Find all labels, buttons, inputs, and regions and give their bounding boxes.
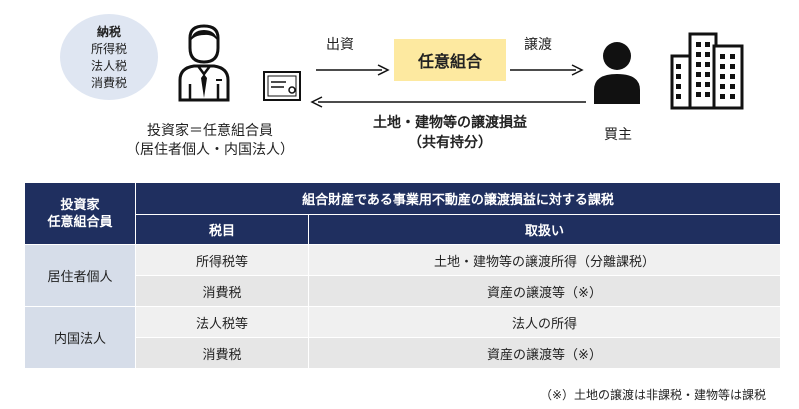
corner-investor: 投資家 [60,197,100,213]
table-cell-tax: 消費税 [135,275,309,307]
investor-icon [178,24,230,102]
gain-return-arrow [310,96,586,108]
table-span-header: 組合財産である事業用不動産の譲渡損益に対する課税 [135,182,781,215]
investor-label: 投資家＝任意組合員 [147,123,273,139]
tax-bubble-title: 納税 [96,25,121,39]
table-cell-tax: 消費税 [135,337,309,369]
table-cell-treatment: 土地・建物等の譲渡所得（分離課税） [308,244,781,276]
group-resident-individual: 居住者個人 [24,244,136,307]
table-cell-treatment: 法人の所得 [308,306,781,338]
buyer-person-icon [594,42,640,104]
invest-arrow [316,64,390,76]
group-domestic-corporation: 内国法人 [24,306,136,369]
investor-sub-label: （居住者個人・内国法人） [126,142,294,158]
buyer-label: 買主 [604,127,632,143]
corner-member: 任意組合員 [47,214,113,230]
table-cell-treatment: 資産の譲渡等（※） [308,275,781,307]
buildings-icon [670,32,744,110]
tax-bubble-text: 納税 所得税 法人税 消費税 [60,24,158,92]
certificate-icon [263,71,301,101]
col-tax-header: 税目 [135,214,309,245]
gain-label: 土地・建物等の譲渡損益 [373,115,527,131]
invest-label: 出資 [326,37,354,53]
tax-treatment-table: 投資家 任意組合員 組合財産である事業用不動産の譲渡損益に対する課税 税目 取扱… [24,182,781,369]
col-treatment-header: 取扱い [308,214,781,245]
gain-sub-label: （共有持分） [408,135,492,151]
table-cell-treatment: 資産の譲渡等（※） [308,337,781,369]
table-cell-tax: 所得税等 [135,244,309,276]
transfer-arrow [510,64,584,76]
tax-item-income: 所得税 [90,42,127,56]
table-corner-header: 投資家 任意組合員 [24,182,136,245]
tax-item-consumption: 消費税 [90,76,127,90]
tax-bubble [60,14,158,100]
tax-item-corporate: 法人税 [90,59,127,73]
partnership-box: 任意組合 [394,39,506,81]
transfer-label: 譲渡 [524,37,552,53]
footnote: （※）土地の譲渡は非課税・建物等は課税 [539,388,766,402]
table-cell-tax: 法人税等 [135,306,309,338]
